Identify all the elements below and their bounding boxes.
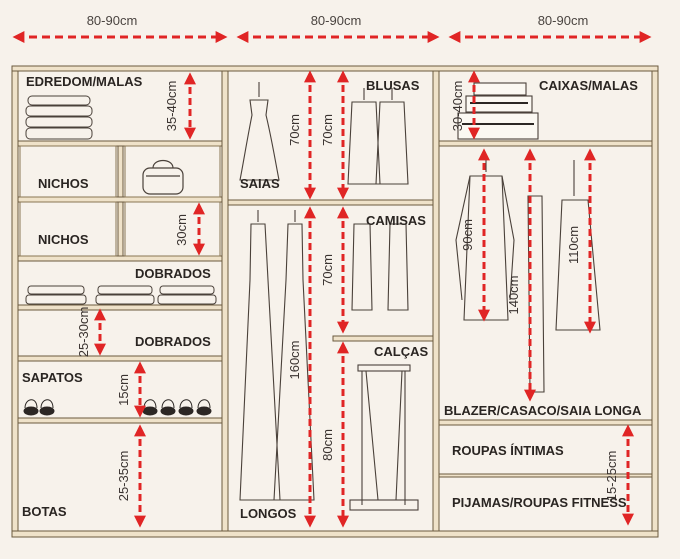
width-label-3: 80-90cm bbox=[538, 13, 589, 28]
longos-height-label: 160cm bbox=[287, 340, 302, 379]
wardrobe-frame bbox=[11, 65, 659, 538]
camisas-label: CAMISAS bbox=[366, 213, 426, 228]
dobrados-label-1: DOBRADOS bbox=[135, 266, 211, 281]
width-label-2: 80-90cm bbox=[311, 13, 362, 28]
height-labels: 35-40cm 30cm 25-30cm 15cm 25-35cm 70cm 7… bbox=[76, 81, 619, 502]
calcas-height-label: 80cm bbox=[320, 429, 335, 461]
camisas-height-label: 70cm bbox=[320, 254, 335, 286]
storage-boxes-icon bbox=[457, 82, 539, 140]
edredom-label: EDREDOM/MALAS bbox=[26, 74, 143, 89]
dobrados-label-2: DOBRADOS bbox=[135, 334, 211, 349]
sapatos-label: SAPATOS bbox=[22, 370, 83, 385]
blusas-label: BLUSAS bbox=[366, 78, 420, 93]
blusas-height-label: 70cm bbox=[320, 114, 335, 146]
longos-label: LONGOS bbox=[240, 506, 297, 521]
folded-clothes bbox=[25, 285, 217, 305]
shoes-icon bbox=[23, 399, 212, 416]
edredom-height-label: 35-40cm bbox=[164, 81, 179, 132]
saias-label: SAIAS bbox=[240, 176, 280, 191]
width-arrows: 80-90cm 80-90cm 80-90cm bbox=[12, 13, 652, 43]
pijamas-label: PIJAMAS/ROUPAS FITNESS bbox=[452, 495, 627, 510]
botas-height-label: 25-35cm bbox=[116, 451, 131, 502]
nichos-height-label: 30cm bbox=[174, 214, 189, 246]
intimas-label: ROUPAS ÍNTIMAS bbox=[452, 443, 564, 458]
folded-blankets bbox=[25, 95, 93, 140]
pants-rack-icon bbox=[349, 364, 419, 511]
caixas-height-label: 30-40cm bbox=[450, 81, 465, 132]
shirt-hangers-icon bbox=[351, 223, 409, 311]
section-labels: EDREDOM/MALAS NICHOS NICHOS DOBRADOS DOB… bbox=[22, 74, 642, 521]
dobrados-height-label: 25-30cm bbox=[76, 307, 91, 358]
width-label-1: 80-90cm bbox=[87, 13, 138, 28]
nichos-label-2: NICHOS bbox=[38, 232, 89, 247]
height-arrows bbox=[94, 70, 634, 528]
jacket-height-label: 90cm bbox=[460, 219, 475, 251]
suitcase-icon bbox=[142, 159, 184, 195]
calcas-label: CALÇAS bbox=[374, 344, 428, 359]
drawers-height-label: 15-25cm bbox=[604, 451, 619, 502]
nichos-label-1: NICHOS bbox=[38, 176, 89, 191]
skirt-hanger-icon bbox=[239, 82, 280, 181]
sapatos-height-label: 15cm bbox=[116, 374, 131, 406]
long-dresses-icon bbox=[239, 210, 315, 501]
caixas-label: CAIXAS/MALAS bbox=[539, 78, 638, 93]
saias-height-label: 70cm bbox=[287, 114, 302, 146]
botas-label: BOTAS bbox=[22, 504, 67, 519]
long-height-label: 140cm bbox=[506, 275, 521, 314]
blazer-label: BLAZER/CASACO/SAIA LONGA bbox=[444, 403, 642, 418]
blouse-hangers-icon bbox=[347, 88, 409, 185]
long-height-label-2: 110cm bbox=[566, 226, 581, 264]
